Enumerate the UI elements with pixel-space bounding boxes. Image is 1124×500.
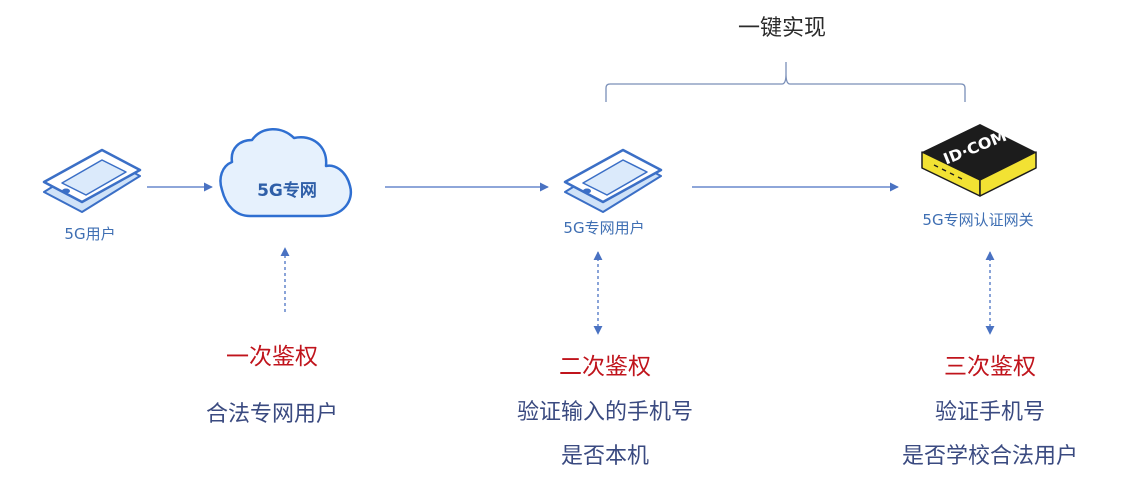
gateway-label: 5G专网认证网关 xyxy=(922,211,1034,229)
gateway-device-icon xyxy=(921,124,1037,197)
brace-label: 一键实现 xyxy=(737,16,827,41)
auth-3-desc-line-1: 验证手机号 xyxy=(934,400,1046,425)
auth-3-title: 三次鉴权 xyxy=(944,354,1036,380)
auth-3-desc-line-2: 是否学校合法用户 xyxy=(901,444,1079,469)
network-cloud-label: 5G专网 xyxy=(257,181,317,201)
auth-2-desc-line-1: 验证输入的手机号 xyxy=(516,400,694,425)
private-user-device-icon xyxy=(563,148,663,213)
brace xyxy=(605,62,966,102)
user-device-icon xyxy=(42,148,142,213)
auth-2-desc-line-2: 是否本机 xyxy=(560,444,650,469)
auth-1-title: 一次鉴权 xyxy=(226,344,318,370)
user-label: 5G用户 xyxy=(64,225,116,243)
private-user-label: 5G专网用户 xyxy=(563,219,645,237)
cloud-icon xyxy=(219,128,353,218)
auth-1-desc-line-1: 合法专网用户 xyxy=(205,402,339,427)
auth-2-title: 二次鉴权 xyxy=(559,354,651,380)
